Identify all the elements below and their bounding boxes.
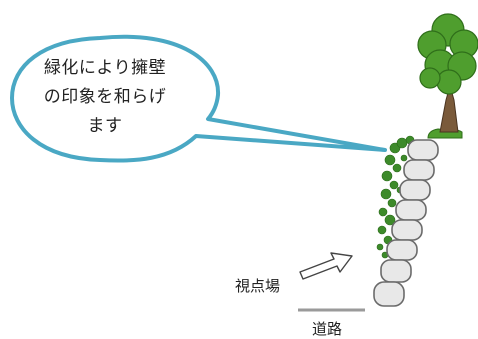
view-direction-arrow-icon xyxy=(299,252,353,280)
stone xyxy=(373,281,405,307)
callout-line-2: の印象を和らげ xyxy=(43,87,167,107)
stone xyxy=(380,259,412,283)
tree xyxy=(417,13,478,133)
callout-line-1: 緑化により擁壁 xyxy=(43,58,167,78)
callout-bubble xyxy=(10,34,387,163)
stone xyxy=(391,219,423,241)
callout-text: 緑化により擁壁 の印象を和らげ ます xyxy=(14,54,196,141)
stone xyxy=(407,139,439,161)
ivy-greening xyxy=(376,135,415,259)
callout-line-3: ます xyxy=(87,116,123,136)
tree-foliage xyxy=(417,13,478,95)
stone xyxy=(403,159,435,181)
stone xyxy=(395,199,427,221)
stone-retaining-wall xyxy=(373,139,439,307)
road-label: 道路 xyxy=(312,320,343,338)
stone xyxy=(386,239,418,261)
viewpoint-label: 視点場 xyxy=(235,277,281,295)
stone xyxy=(399,179,431,201)
